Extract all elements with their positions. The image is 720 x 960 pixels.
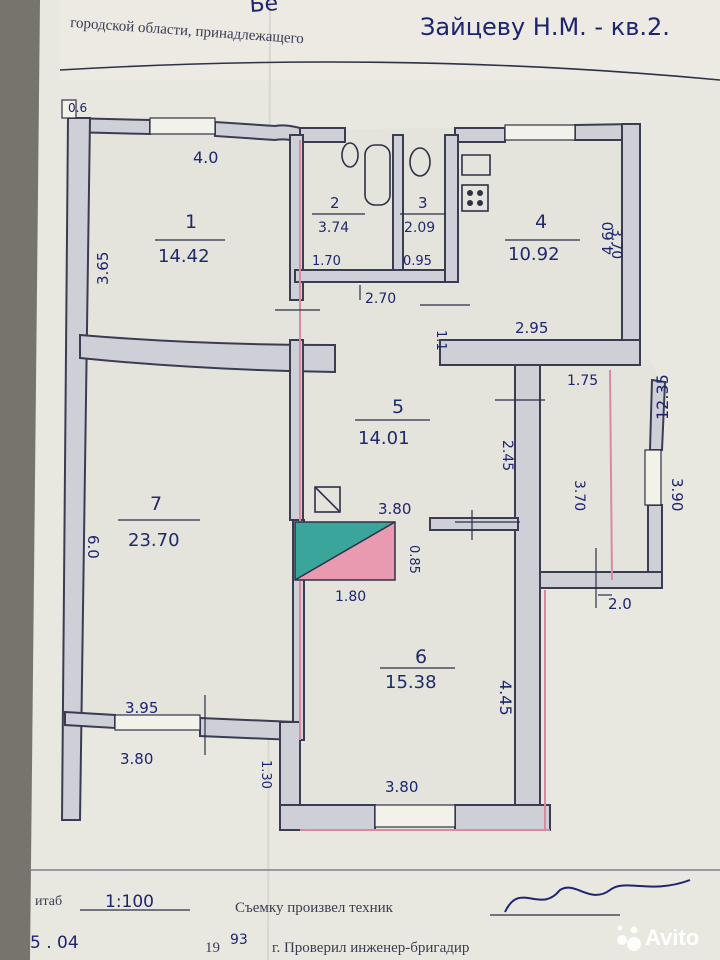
dim-12-35: 12.35 bbox=[653, 374, 672, 420]
room-4-number: 4 bbox=[535, 211, 547, 233]
dim-4-60: 4.60 bbox=[599, 222, 617, 255]
header-strip bbox=[60, 0, 720, 80]
room-2-number: 2 bbox=[330, 194, 340, 212]
room-1-area: 14.42 bbox=[158, 246, 210, 267]
dim-1-1: 1.1 bbox=[433, 330, 448, 351]
bathtub bbox=[364, 144, 391, 206]
dim-2-45: 2.45 bbox=[499, 440, 515, 471]
dim-3-95: 3.95 bbox=[125, 699, 158, 717]
year-19: 19 bbox=[205, 940, 220, 956]
dim-1-30: 1.30 bbox=[258, 760, 273, 789]
dim-0-6: 0.6 bbox=[68, 101, 87, 115]
window-room7 bbox=[114, 714, 201, 731]
avito-dot-1 bbox=[617, 935, 627, 945]
window-room1 bbox=[149, 117, 216, 135]
room-3-number: 3 bbox=[418, 194, 428, 212]
dim-3-80-left: 3.80 bbox=[120, 750, 153, 768]
dim-3-80-mid: 3.80 bbox=[378, 500, 411, 518]
room-1-number: 1 bbox=[185, 211, 197, 233]
dim-2-0: 2.0 bbox=[608, 595, 632, 613]
avito-dot-4 bbox=[617, 925, 623, 931]
room-3-area: 2.09 bbox=[404, 220, 435, 236]
window-room4 bbox=[504, 124, 576, 141]
dim-4-0: 4.0 bbox=[193, 148, 218, 167]
scale-label: итаб bbox=[35, 894, 62, 909]
chimney bbox=[314, 486, 341, 513]
date-prefix: 5 . 04 bbox=[30, 933, 79, 953]
checked-by: г. Проверил инженер-бригадир bbox=[272, 940, 469, 956]
dimension-labels: 4.0 3.65 1.70 0.95 2.70 1.1 2.95 3.70 4.… bbox=[68, 101, 686, 796]
dim-2-95: 2.95 bbox=[515, 319, 548, 337]
dimension-ticks bbox=[204, 285, 612, 755]
room-2-area: 3.74 bbox=[318, 220, 349, 236]
header-border bbox=[59, 61, 720, 81]
avito-brand: Avito bbox=[645, 925, 699, 950]
kitchen-sink bbox=[461, 154, 491, 176]
dim-3-70-room4: 3.70 bbox=[608, 228, 624, 259]
interior-floor bbox=[68, 120, 660, 830]
dim-3-65: 3.65 bbox=[94, 252, 112, 285]
dim-1-75: 1.75 bbox=[567, 373, 598, 389]
dim-6-0: 6.0 bbox=[84, 535, 102, 559]
pink-outline bbox=[299, 140, 613, 831]
dim-3-70-vert: 3.70 bbox=[571, 480, 587, 511]
room-6-number: 6 bbox=[415, 646, 427, 668]
year-93: 93 bbox=[230, 932, 248, 948]
room-7-area: 23.70 bbox=[128, 530, 180, 551]
avito-dot-3 bbox=[627, 937, 641, 951]
surveyed-by: Съемку произвел техник bbox=[235, 900, 394, 916]
owner-name: Зайцеву Н.М. - кв.2. bbox=[420, 13, 670, 41]
dim-1-80: 1.80 bbox=[335, 589, 366, 605]
window-room6 bbox=[374, 804, 456, 828]
bathroom-fixtures bbox=[314, 142, 491, 513]
technician-signature bbox=[504, 879, 691, 913]
window-side bbox=[644, 449, 662, 506]
room-5-number: 5 bbox=[392, 396, 404, 418]
corner-mark bbox=[61, 99, 77, 119]
footer: итаб 1:100 Съемку произвел техник 5 . 04… bbox=[30, 879, 691, 956]
windows bbox=[61, 99, 662, 828]
scale-value: 1:100 bbox=[105, 892, 154, 912]
room-6-area: 15.38 bbox=[385, 672, 437, 693]
dim-0-95: 0.95 bbox=[403, 254, 432, 269]
dim-3-80-bottom: 3.80 bbox=[385, 778, 418, 796]
dim-4-45: 4.45 bbox=[496, 680, 515, 716]
dim-0-85: 0.85 bbox=[406, 545, 421, 574]
room-labels: 1 14.42 2 3.74 3 2.09 4 10.92 5 14.01 7 … bbox=[118, 194, 580, 693]
room-5-area: 14.01 bbox=[358, 428, 410, 449]
room-4-area: 10.92 bbox=[508, 244, 560, 265]
room-7-number: 7 bbox=[150, 493, 162, 515]
sink bbox=[341, 142, 359, 168]
toilet bbox=[409, 147, 431, 177]
dim-1-70: 1.70 bbox=[312, 254, 341, 269]
stove bbox=[461, 184, 489, 212]
avito-watermark: Avito bbox=[617, 925, 699, 951]
stair-triangle bbox=[294, 521, 396, 581]
header-top-fragment: Бе bbox=[249, 0, 279, 18]
dim-3-90: 3.90 bbox=[668, 478, 686, 511]
dim-2-70: 2.70 bbox=[365, 291, 396, 307]
avito-dot-2 bbox=[630, 926, 638, 934]
